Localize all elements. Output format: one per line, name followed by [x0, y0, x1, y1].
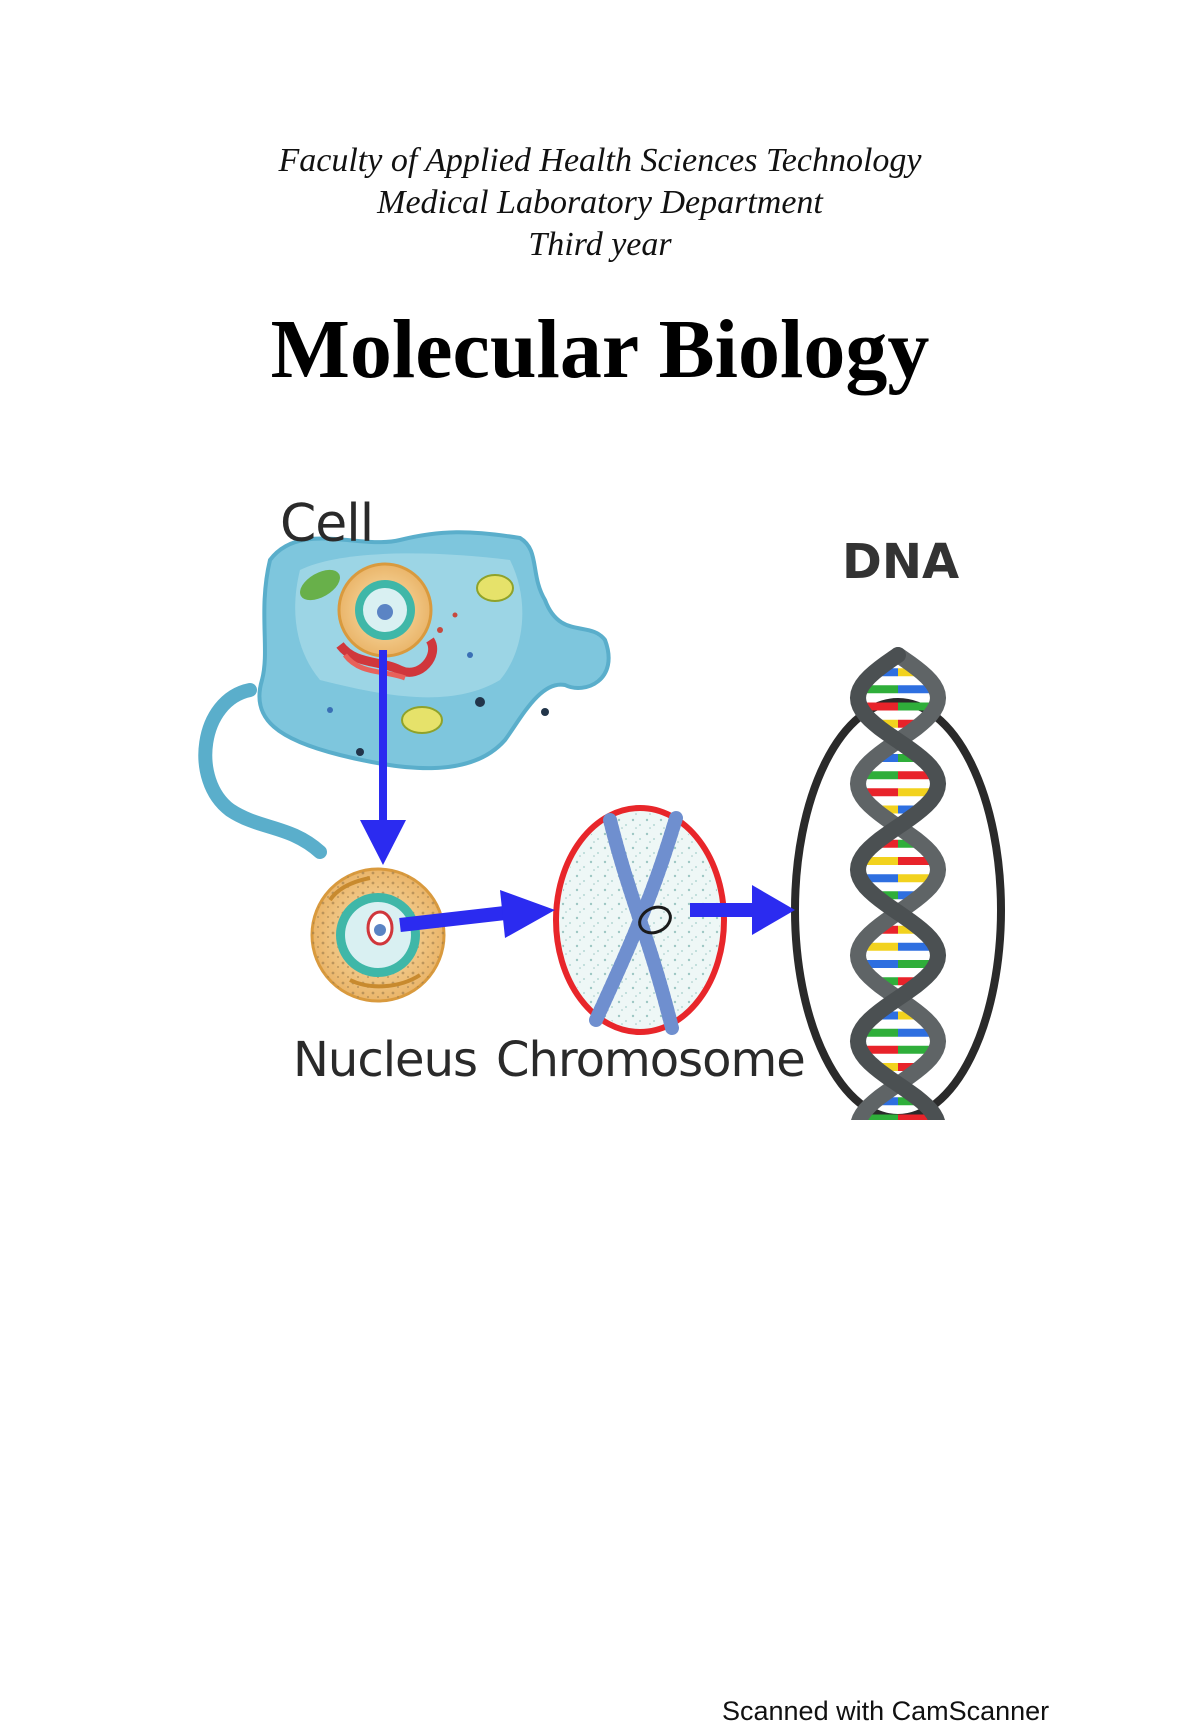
- academic-year: Third year: [528, 226, 672, 263]
- department-name: Medical Laboratory Department: [377, 184, 823, 221]
- nucleus-graphic: [310, 867, 446, 1003]
- arrow-cell-to-nucleus: [360, 650, 406, 865]
- dna-strand-b: [849, 647, 947, 1120]
- flow-arrows: [360, 650, 795, 938]
- faculty-name: Faculty of Applied Health Sciences Techn…: [278, 142, 922, 179]
- illustration-graphic: [198, 530, 1005, 1120]
- label-dna: DNA: [842, 534, 960, 590]
- cell-tail: [198, 683, 327, 859]
- label-cell: Cell: [280, 494, 374, 554]
- scanner-watermark: Scanned with CamScanner: [722, 1696, 1050, 1726]
- document-header: Faculty of Applied Health Sciences Techn…: [0, 140, 1200, 266]
- arrow-chromosome-to-dna: [690, 885, 795, 935]
- label-chromosome: Chromosome: [496, 1032, 806, 1088]
- document-title: Molecular Biology: [270, 303, 930, 396]
- dna-graphic: [791, 647, 1005, 1120]
- label-nucleus: Nucleus: [293, 1032, 478, 1088]
- cell-to-dna-illustration: Cell DNA Nucleus Chromosome: [0, 480, 1200, 1120]
- chromosome-graphic: [553, 805, 727, 1035]
- chromosome-highlight-circle: [638, 905, 672, 935]
- cell-graphic: [198, 530, 611, 859]
- arrow-nucleus-to-chromosome: [399, 890, 555, 938]
